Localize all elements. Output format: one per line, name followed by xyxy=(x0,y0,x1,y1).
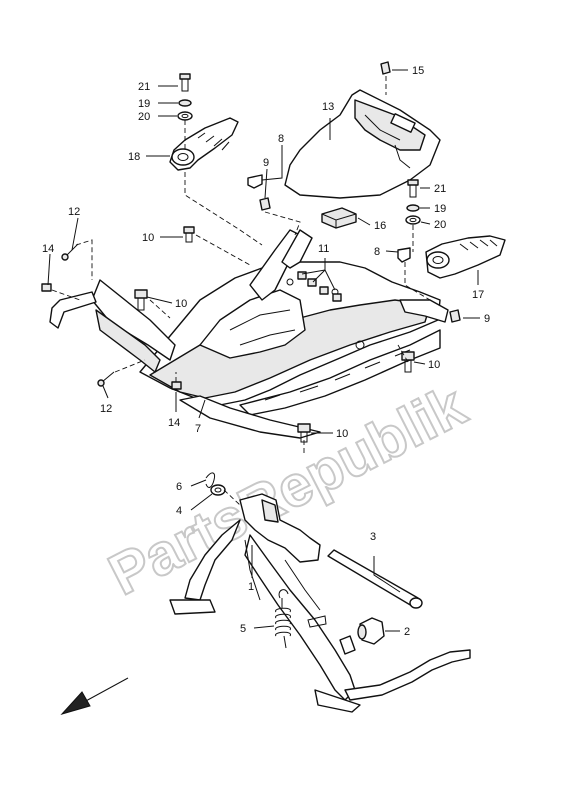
bolt-10-c[interactable] xyxy=(401,351,415,373)
bracket-8-right[interactable] xyxy=(397,247,411,263)
callout-14-upper: 14 xyxy=(42,243,54,255)
callout-16: 16 xyxy=(374,220,386,232)
main-stand[interactable] xyxy=(169,493,471,713)
stand-spring[interactable] xyxy=(275,589,291,649)
callout-5: 5 xyxy=(240,623,246,635)
callout-12-lower: 12 xyxy=(100,403,112,415)
callout-9-upper: 9 xyxy=(263,157,269,169)
callout-10-b: 10 xyxy=(175,298,187,310)
rubber-stopper[interactable] xyxy=(357,617,385,645)
bracket-8-upper[interactable] xyxy=(247,174,263,189)
clip-pin-6[interactable] xyxy=(205,472,215,488)
clip-15[interactable] xyxy=(380,61,391,75)
side-bracket-7[interactable] xyxy=(49,291,97,329)
callout-8-right: 8 xyxy=(374,246,380,258)
callout-11: 11 xyxy=(318,243,329,255)
damper-pad[interactable] xyxy=(321,207,357,229)
clip-nut-set[interactable] xyxy=(297,271,342,302)
callout-21-right: 21 xyxy=(434,183,446,195)
callout-20-left: 20 xyxy=(138,111,150,123)
footrest-right[interactable] xyxy=(425,235,506,279)
callout-10-d: 10 xyxy=(336,428,348,440)
callout-21-left: 21 xyxy=(138,81,150,93)
screw-12-lower[interactable] xyxy=(97,371,115,387)
callout-19-left: 19 xyxy=(138,98,150,110)
callout-10-a: 10 xyxy=(142,232,154,244)
callout-7: 7 xyxy=(195,423,201,435)
nut-9-upper[interactable] xyxy=(259,197,271,211)
callout-6: 6 xyxy=(176,481,182,493)
floor-board-panel[interactable] xyxy=(91,229,449,439)
assembly-lines xyxy=(51,76,431,506)
front-direction-arrow-icon xyxy=(60,677,129,715)
washer-4[interactable] xyxy=(210,484,226,496)
leader-lines xyxy=(47,69,480,632)
callout-13: 13 xyxy=(322,101,334,113)
bolt-10-b[interactable] xyxy=(134,289,148,311)
screw-14-lower[interactable] xyxy=(171,381,182,390)
callout-2: 2 xyxy=(404,626,410,638)
footrest-bolt-stack-left[interactable] xyxy=(177,73,193,121)
callout-15: 15 xyxy=(412,65,424,77)
callout-14-lower: 14 xyxy=(168,417,180,429)
screw-14-upper[interactable] xyxy=(41,283,52,292)
callout-3: 3 xyxy=(370,531,376,543)
callout-19-right: 19 xyxy=(434,203,446,215)
stand-shaft[interactable] xyxy=(327,549,423,609)
callout-17: 17 xyxy=(472,289,484,301)
callout-8-upper: 8 xyxy=(278,133,284,145)
callout-12-upper: 12 xyxy=(68,206,80,218)
nut-9-right[interactable] xyxy=(449,309,461,323)
callout-18: 18 xyxy=(128,151,140,163)
callout-1: 1 xyxy=(248,581,254,593)
callout-4: 4 xyxy=(176,505,182,517)
footrest-left[interactable] xyxy=(169,117,239,171)
callout-10-c: 10 xyxy=(428,359,440,371)
screw-12-upper[interactable] xyxy=(61,243,79,261)
inner-cover[interactable] xyxy=(284,89,441,199)
footrest-bolt-stack-right[interactable] xyxy=(405,179,421,225)
callout-20-right: 20 xyxy=(434,219,446,231)
callout-9-right: 9 xyxy=(484,313,490,325)
callout-labels: 21 19 20 18 15 13 8 9 10 12 14 11 16 21 … xyxy=(42,65,490,638)
bolt-10-a[interactable] xyxy=(183,226,195,243)
